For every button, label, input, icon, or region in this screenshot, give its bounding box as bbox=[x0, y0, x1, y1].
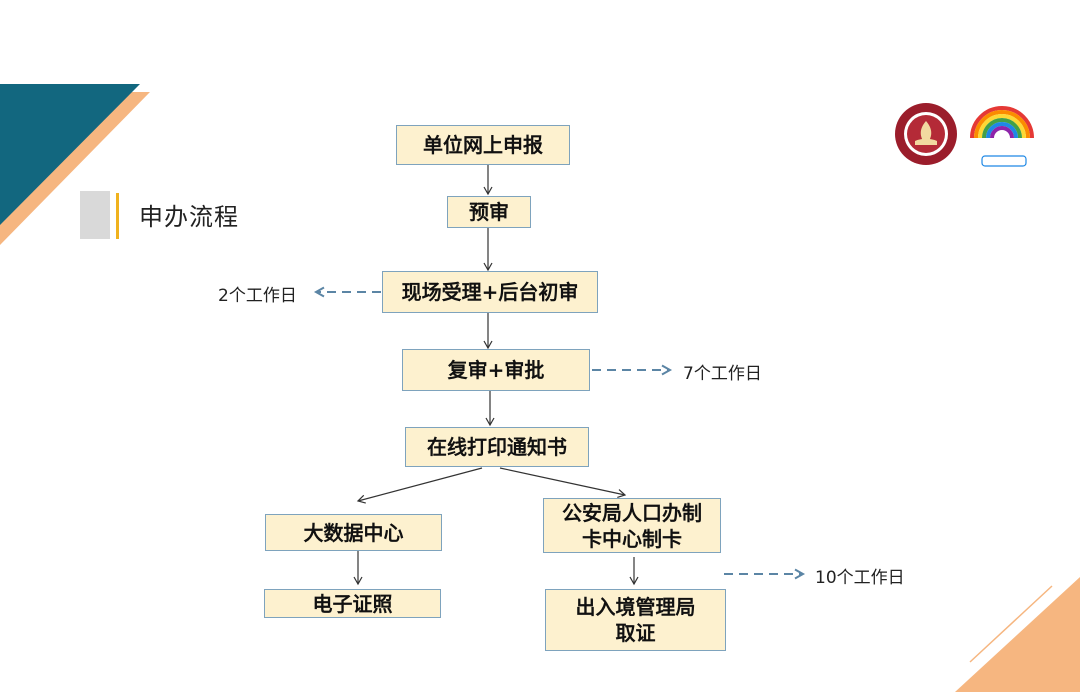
title-accent-bar bbox=[116, 193, 119, 239]
note-7-working-days: 7个工作日 bbox=[683, 364, 762, 384]
page-title: 申办流程 bbox=[139, 203, 239, 231]
arrow-step5-right bbox=[499, 467, 627, 499]
title-gray-bar bbox=[80, 191, 110, 239]
arrow-step5-left bbox=[356, 467, 483, 504]
top-left-teal-triangle bbox=[0, 84, 140, 225]
flow-step-print-notice: 在线打印通知书 bbox=[405, 427, 589, 467]
flow-step-card-making-center: 公安局人口办制卡中心制卡 bbox=[543, 498, 721, 553]
flow-step-pre-review: 预审 bbox=[447, 196, 531, 228]
note-10-working-days: 10个工作日 bbox=[815, 568, 905, 588]
note-2-working-days: 2个工作日 bbox=[218, 286, 297, 306]
bottom-right-orange-line bbox=[969, 585, 1053, 663]
bottom-right-orange-triangle bbox=[955, 577, 1080, 692]
flow-step-unit-online-report: 单位网上申报 bbox=[396, 125, 570, 165]
rainbow-logo bbox=[970, 106, 1034, 167]
flow-step-exit-entry-pickup: 出入境管理局取证 bbox=[545, 589, 726, 651]
flow-step-e-certificate: 电子证照 bbox=[264, 589, 441, 618]
flow-step-review-approval: 复审+审批 bbox=[402, 349, 590, 391]
school-seal-logo bbox=[895, 103, 957, 165]
flow-step-big-data-center: 大数据中心 bbox=[265, 514, 442, 551]
flow-step-onsite-acceptance: 现场受理+后台初审 bbox=[382, 271, 598, 313]
